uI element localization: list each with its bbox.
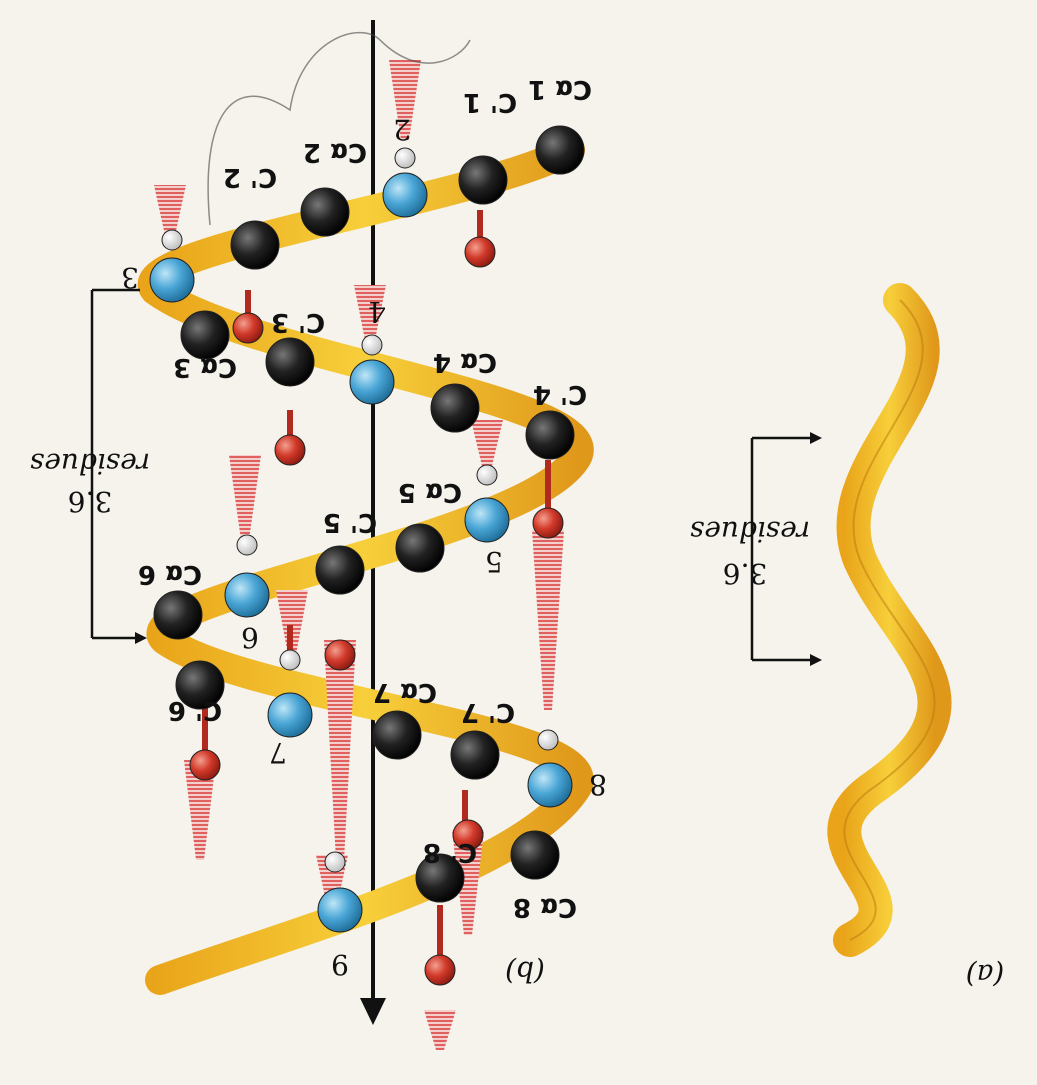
nitrogen-atom-8 <box>528 763 572 807</box>
c-prime-atom-5 <box>316 546 364 594</box>
c-alpha-atom-5 <box>396 524 444 572</box>
label-cprime-6: C' 6 <box>168 695 222 725</box>
oxygen-atom-6 <box>190 750 220 780</box>
panel-b-residues-value: 3.6 <box>68 485 113 518</box>
label-calpha-6: Cα 6 <box>138 559 202 589</box>
label-calpha-8: Cα 8 <box>513 892 577 922</box>
label-n-5: 5 <box>485 545 503 578</box>
hydrogen-atom-3 <box>362 335 382 355</box>
label-cprime-1: C' 1 <box>463 87 517 117</box>
panel-a-helix <box>844 300 934 940</box>
nitrogen-atom-9 <box>318 888 362 932</box>
hbond-8 <box>324 640 356 860</box>
hydrogen-atom-6 <box>280 650 300 670</box>
panel-a-residues-word: residues <box>690 515 810 548</box>
label-cprime-7: C' 7 <box>461 697 515 727</box>
label-cprime-8: C' 8 <box>423 837 477 867</box>
c-prime-atom-7 <box>451 731 499 779</box>
label-calpha-2: Cα 2 <box>303 137 367 167</box>
c-alpha-atom-7 <box>373 711 421 759</box>
hbond-5 <box>229 455 261 540</box>
panel-b-residues-word: residues <box>30 447 150 480</box>
panel-a-residues-value: 3.6 <box>723 557 768 590</box>
nitrogen-atom-5 <box>465 498 509 542</box>
nitrogen-atom-2 <box>383 173 427 217</box>
c-alpha-atom-2 <box>301 188 349 236</box>
label-cprime-3: C' 3 <box>271 307 325 337</box>
label-cprime-2: C' 2 <box>223 162 277 192</box>
nitrogen-atom-7 <box>268 693 312 737</box>
hydrogen-atom-8 <box>325 852 345 872</box>
hydrogen-atom-4 <box>477 465 497 485</box>
hbond-11 <box>424 1010 456 1050</box>
label-n-9: 9 <box>331 948 349 981</box>
hydrogen-atom-1 <box>395 148 415 168</box>
oxygen-atom-5 <box>325 640 355 670</box>
panel-a-pitch-bracket <box>752 432 822 666</box>
label-calpha-1: Cα 1 <box>528 74 592 104</box>
oxygen-atom-1 <box>465 237 495 267</box>
hbond-7 <box>532 530 564 710</box>
nitrogen-atom-6 <box>225 573 269 617</box>
hydrogen-atom-7 <box>538 730 558 750</box>
label-cprime-5: C' 5 <box>323 507 377 537</box>
label-n-2: 2 <box>393 113 411 146</box>
c-alpha-atom-8 <box>511 831 559 879</box>
label-n-6: 6 <box>241 621 259 654</box>
c-alpha-atom-3 <box>181 311 229 359</box>
panel-a-label: (a) <box>966 958 1005 991</box>
label-calpha-5: Cα 5 <box>398 477 462 507</box>
nitrogen-atom-4 <box>350 360 394 404</box>
oxygen-atom-3 <box>275 435 305 465</box>
label-n-8: 8 <box>589 768 607 801</box>
label-n-7: 7 <box>269 736 287 769</box>
hbond-4 <box>471 420 503 470</box>
c-prime-atom-4 <box>526 411 574 459</box>
hydrogen-atom-5 <box>237 535 257 555</box>
oxygen-atom-4 <box>533 508 563 538</box>
hydrogen-atom-2 <box>162 230 182 250</box>
oxygen-atom-2 <box>233 313 263 343</box>
label-cprime-4: C' 4 <box>533 379 587 409</box>
c-prime-atom-1 <box>459 156 507 204</box>
label-calpha-3: Cα 3 <box>173 352 237 382</box>
nitrogen-atom-3 <box>150 258 194 302</box>
label-calpha-4: Cα 4 <box>433 347 497 377</box>
label-calpha-7: Cα 7 <box>373 677 437 707</box>
c-alpha-atom-6 <box>154 591 202 639</box>
c-prime-atom-2 <box>231 221 279 269</box>
label-n-4: 4 <box>368 295 386 328</box>
c-alpha-atom-4 <box>431 384 479 432</box>
c-prime-atom-3 <box>266 338 314 386</box>
c-alpha-atom-1 <box>536 126 584 174</box>
oxygen-atom-8 <box>425 955 455 985</box>
panel-b-label: (b) <box>505 955 545 988</box>
